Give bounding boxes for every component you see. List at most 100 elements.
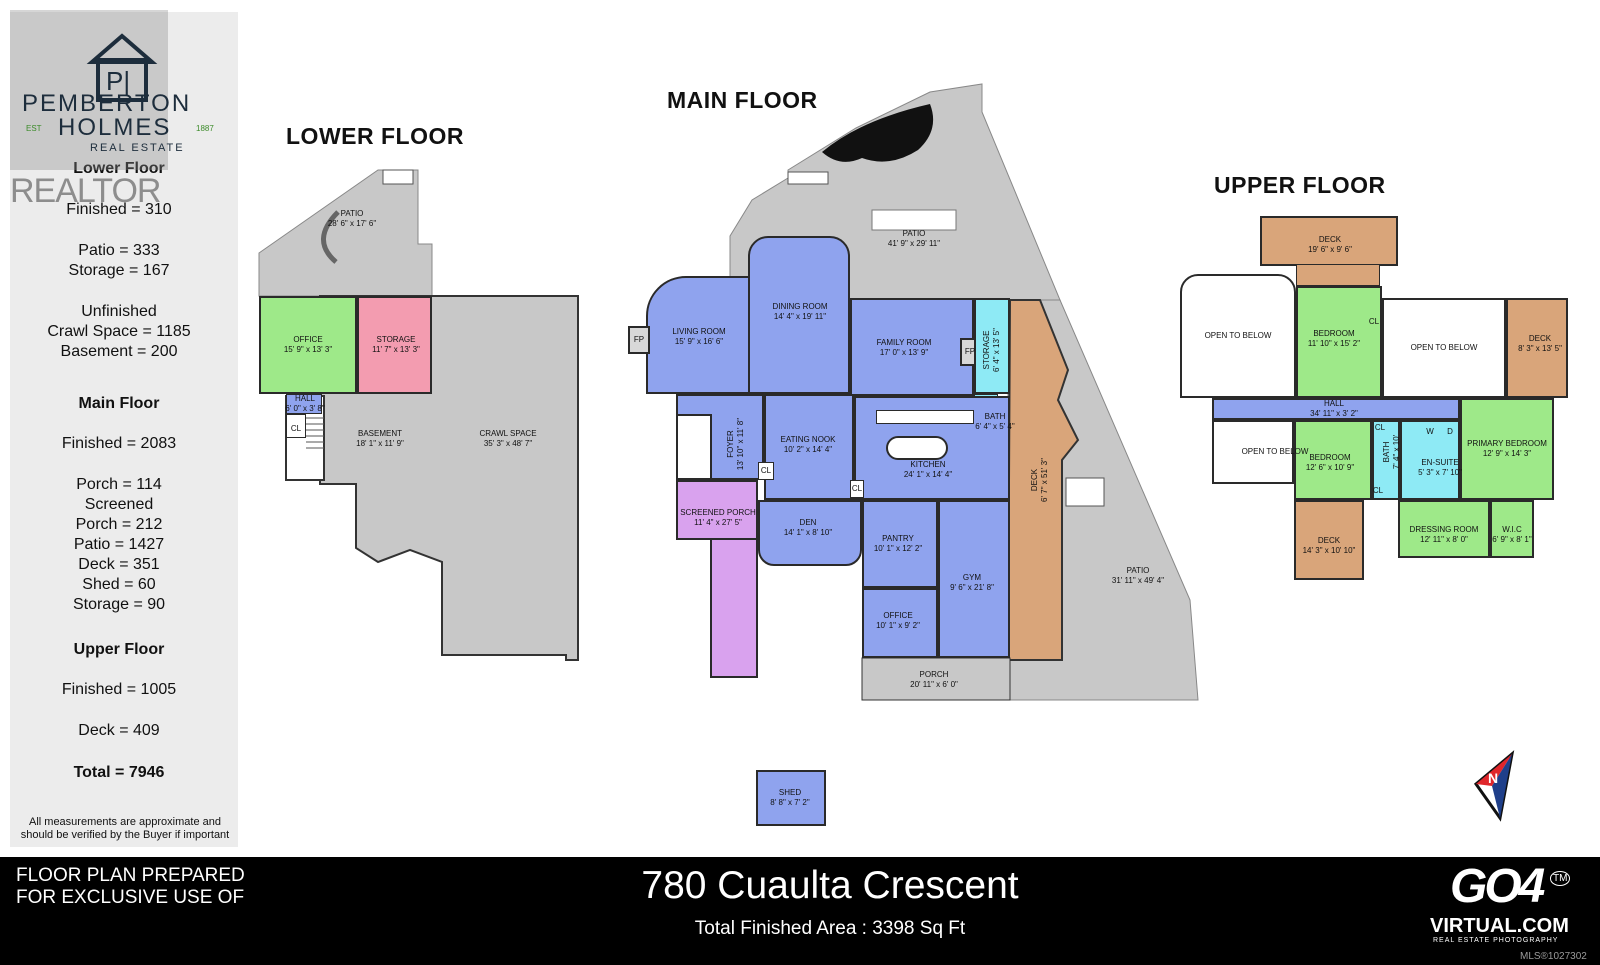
open-to-below-1-label: OPEN TO BELOW [1204, 331, 1272, 340]
compass-icon [1473, 750, 1515, 822]
upper-wic [1490, 500, 1534, 558]
living-fireplace [628, 326, 650, 354]
right-patio-stairs-icon [1065, 477, 1105, 507]
upper-open-to-below-stairs [1212, 420, 1294, 484]
main-stairs [676, 414, 712, 480]
lower-patio-shape [258, 169, 433, 297]
upper-bath [1372, 420, 1400, 500]
lower-floor-heading: Lower Floor [73, 160, 165, 177]
property-address: 780 Cuaulta Crescent [641, 864, 1019, 907]
basement: Basement = 200 [60, 343, 178, 360]
main-office [862, 588, 938, 658]
house-logo-icon: P| [86, 33, 158, 102]
open-to-below-2-label: OPEN TO BELOW [1410, 343, 1478, 352]
main-patio: Patio = 1427 [73, 536, 165, 553]
prepared-line-1: FLOOR PLAN PREPARED [16, 865, 245, 886]
lower-patio: Patio = 333 [78, 242, 160, 259]
upper-dressing-room [1398, 500, 1490, 558]
eating-nook [764, 394, 854, 500]
go4-logo: GO4 [1450, 860, 1545, 913]
main-stairs-top-icon [787, 171, 829, 185]
brand-sub: REAL ESTATE [90, 142, 185, 154]
prepared-line-2: FOR EXCLUSIVE USE OF [16, 887, 245, 908]
screened-porch-top [676, 480, 758, 540]
upper-bedroom-1 [1296, 286, 1382, 398]
main-finished: Finished = 2083 [61, 435, 177, 452]
den [758, 500, 862, 566]
upper-ensuite [1400, 420, 1460, 500]
main-storage-room [974, 298, 1010, 394]
area-summary-panel: Lower Floor Finished = 310 Patio = 333 S… [10, 12, 238, 847]
foyer-cl-label: CL [760, 466, 772, 475]
upper-deck-top [1260, 216, 1398, 266]
kitchen-cl-label: CL [851, 484, 863, 493]
main-deck: Deck = 351 [78, 556, 160, 573]
upper-finished: Finished = 1005 [61, 681, 177, 698]
screened-porch: Porch = 212 [75, 516, 163, 533]
lower-closet [286, 414, 306, 438]
upper-cl-1-label: CL [1368, 317, 1380, 326]
living-fp-label: FP [633, 335, 645, 344]
main-shed: Shed = 60 [82, 576, 156, 593]
lower-finished: Finished = 310 [66, 201, 172, 218]
main-floor-heading: Main Floor [78, 395, 160, 412]
main-floor-title: MAIN FLOOR [667, 87, 818, 113]
upper-open-to-below-left [1180, 274, 1296, 398]
washer-label: W [1426, 427, 1434, 436]
mls-number: MLS®1027302 [1520, 951, 1587, 962]
upper-deck: Deck = 409 [78, 722, 160, 739]
brand-line-1: PEMBERTON [22, 90, 192, 117]
tagline-text: REAL ESTATE PHOTOGRAPHY [1433, 937, 1559, 944]
crawl-space: Crawl Space = 1185 [47, 323, 191, 340]
realtor-watermark: REALTOR [10, 172, 161, 210]
brokerage-logo: P| [22, 24, 222, 154]
screened-label: Screened [84, 496, 154, 513]
upper-cl-3-label: CL [1372, 486, 1384, 495]
brand-line-2: HOLMES [58, 114, 172, 141]
hot-tub-shape [822, 104, 934, 162]
brand-est: EST [26, 124, 42, 133]
lower-stair-curve [321, 210, 340, 264]
svg-text:P|: P| [106, 66, 130, 96]
footer-bar: FLOOR PLAN PREPARED FOR EXCLUSIVE USE OF… [0, 857, 1600, 965]
trademark-mark: TM [1550, 871, 1571, 886]
lower-office-room [259, 296, 357, 394]
upper-cl-2-label: CL [1374, 423, 1386, 432]
brand-year: 1887 [196, 124, 214, 133]
upper-floor-heading: Upper Floor [73, 641, 165, 658]
upper-hall [1212, 398, 1460, 420]
lower-storage: Storage = 167 [68, 262, 170, 279]
foyer-closet [758, 462, 774, 480]
kitchen-counter [876, 410, 974, 424]
main-deck-shape [1006, 299, 1080, 661]
shed [756, 770, 826, 826]
lower-cl-label: CL [290, 424, 302, 433]
total-area: Total = 7946 [73, 764, 165, 781]
upper-deck-bottom [1294, 500, 1364, 580]
screened-porch-hall [710, 538, 758, 678]
upper-open-to-below-right [1382, 298, 1506, 398]
upper-deck-top-step [1296, 264, 1380, 286]
